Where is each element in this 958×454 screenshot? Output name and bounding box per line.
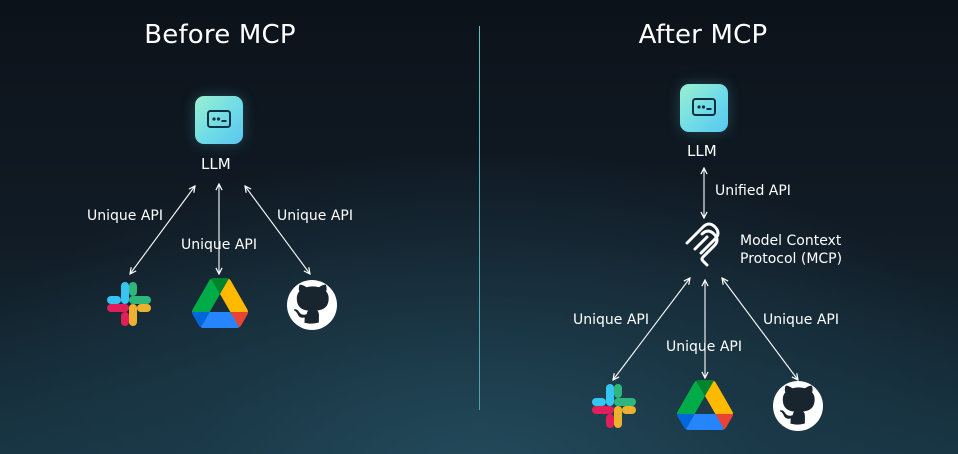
- before-mcp-title: Before MCP: [144, 20, 296, 50]
- arrow-mcp-github: [722, 278, 798, 380]
- unified-api-label: Unified API: [715, 183, 791, 199]
- mcp-label-line1: Model Context: [740, 233, 842, 249]
- llm-label: LLM: [687, 142, 717, 160]
- arrow-mcp-slack: [613, 278, 690, 380]
- google-drive-icon: [677, 380, 733, 430]
- mcp-logo-icon: [685, 222, 720, 267]
- github-icon: [773, 381, 823, 431]
- slack-icon: [592, 384, 636, 428]
- arrow-llm-github: [245, 186, 310, 274]
- mcp-label-line2: Protocol (MCP): [740, 251, 843, 267]
- llm-icon: [680, 84, 728, 132]
- after-mcp-title: After MCP: [638, 20, 768, 50]
- section-divider: [479, 26, 480, 410]
- llm-icon: [195, 96, 243, 144]
- slack-icon: [107, 282, 151, 326]
- github-icon: [287, 280, 337, 330]
- llm-label: LLM: [201, 155, 231, 173]
- arrow-llm-slack: [130, 186, 195, 274]
- google-drive-icon: [192, 278, 248, 328]
